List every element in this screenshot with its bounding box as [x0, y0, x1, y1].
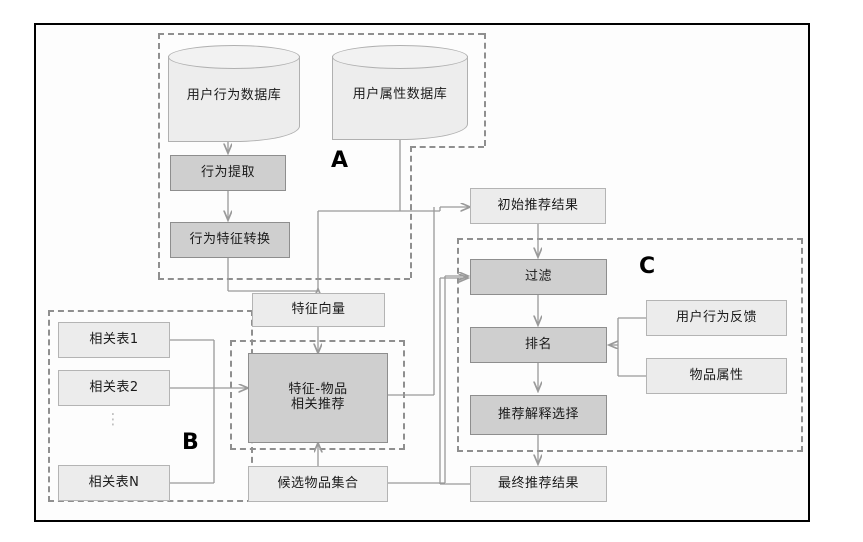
- item-attribute-node[interactable]: 物品属性: [646, 358, 787, 394]
- related-table-2-label: 相关表2: [89, 379, 139, 395]
- initial-recommend-result-node[interactable]: 初始推荐结果: [470, 188, 606, 224]
- candidate-item-set-node[interactable]: 候选物品集合: [248, 466, 388, 502]
- related-table-1-node[interactable]: 相关表1: [58, 322, 170, 358]
- group-b-tag: B: [182, 430, 199, 455]
- user-behavior-feedback-label: 用户行为反馈: [675, 309, 757, 325]
- related-table-n-label: 相关表N: [88, 474, 140, 490]
- item-attribute-label: 物品属性: [689, 367, 744, 383]
- group-a-border-notch: [410, 146, 484, 148]
- user-behavior-database-label: 用户行为数据库: [186, 88, 282, 103]
- feature-item-recommend-node[interactable]: 特征-物品 相关推荐: [248, 353, 388, 443]
- final-recommend-result-label: 最终推荐结果: [497, 475, 579, 491]
- ranking-node[interactable]: 排名: [470, 327, 607, 363]
- feature-item-recommend-label-line2: 相关推荐: [290, 397, 345, 412]
- group-a-border-top-left: [158, 33, 484, 35]
- filter-label: 过滤: [524, 268, 552, 284]
- behavior-feature-transform-node[interactable]: 行为特征转换: [170, 222, 290, 258]
- initial-recommend-result-label: 初始推荐结果: [497, 197, 579, 213]
- group-c-border: [457, 238, 803, 452]
- cylinder-top: [168, 45, 300, 69]
- cylinder-body: [332, 56, 468, 140]
- user-behavior-feedback-node[interactable]: 用户行为反馈: [646, 300, 787, 336]
- behavior-extraction-node[interactable]: 行为提取: [170, 155, 286, 191]
- behavior-extraction-label: 行为提取: [200, 164, 255, 180]
- group-a-border-right-lower: [410, 146, 412, 278]
- group-a-tag: A: [331, 148, 349, 173]
- related-table-n-node[interactable]: 相关表N: [58, 465, 170, 501]
- recommend-explain-select-label: 推荐解释选择: [497, 406, 579, 422]
- related-table-ellipsis: ⋮: [105, 410, 121, 428]
- behavior-feature-transform-label: 行为特征转换: [189, 231, 271, 247]
- user-attribute-database[interactable]: 用户属性数据库: [332, 45, 468, 140]
- user-behavior-database[interactable]: 用户行为数据库: [168, 45, 300, 142]
- related-table-1-label: 相关表1: [89, 331, 139, 347]
- related-table-2-node[interactable]: 相关表2: [58, 370, 170, 406]
- ranking-label: 排名: [524, 336, 552, 352]
- group-a-border-left: [158, 33, 160, 278]
- final-recommend-result-node[interactable]: 最终推荐结果: [470, 466, 607, 502]
- cylinder-top: [332, 45, 468, 69]
- user-attribute-database-label: 用户属性数据库: [352, 87, 448, 102]
- feature-vector-node[interactable]: 特征向量: [252, 293, 385, 327]
- feature-item-recommend-label-line1: 特征-物品: [288, 382, 348, 398]
- filter-node[interactable]: 过滤: [470, 259, 607, 295]
- recommend-explain-select-node[interactable]: 推荐解释选择: [470, 395, 607, 435]
- candidate-item-set-label: 候选物品集合: [277, 475, 359, 491]
- group-a-border-bottom: [158, 278, 410, 280]
- group-c-tag: C: [639, 254, 656, 279]
- feature-vector-label: 特征向量: [291, 301, 346, 317]
- group-a-border-right-upper: [484, 33, 486, 146]
- cylinder-body: [168, 56, 300, 142]
